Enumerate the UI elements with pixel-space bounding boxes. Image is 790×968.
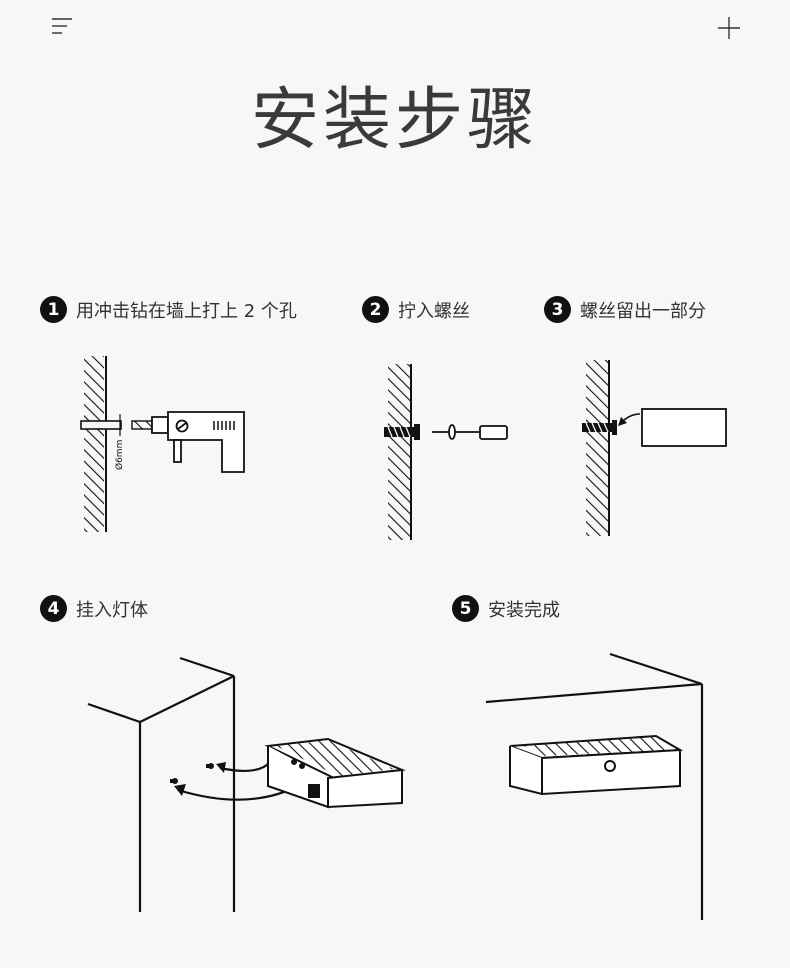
step-5-label: 5 安装完成 bbox=[452, 595, 560, 622]
step-3-number: 3 bbox=[544, 296, 571, 323]
step-4-illustration bbox=[87, 656, 406, 912]
step-2-number: 2 bbox=[362, 296, 389, 323]
step-3-label: 3 螺丝留出一部分 bbox=[544, 296, 706, 323]
menu-icon[interactable] bbox=[50, 16, 74, 36]
lamp-body bbox=[509, 734, 684, 796]
cabinet-outline bbox=[485, 652, 704, 920]
wall-anchor bbox=[384, 424, 420, 440]
protruding-screw bbox=[582, 420, 617, 435]
step-1-number: 1 bbox=[40, 296, 67, 323]
step-2-label: 2 拧入螺丝 bbox=[362, 296, 470, 323]
lamp-body bbox=[641, 408, 727, 447]
lamp-sensor bbox=[604, 760, 616, 772]
drill-icon bbox=[151, 411, 245, 473]
step-2-illustration bbox=[384, 364, 508, 540]
screwdriver-icon bbox=[432, 424, 508, 440]
step-5-number: 5 bbox=[452, 595, 479, 622]
step-4-number: 4 bbox=[40, 595, 67, 622]
drilled-hole bbox=[80, 420, 122, 430]
wall-hatch bbox=[388, 364, 410, 540]
step-3-text: 螺丝留出一部分 bbox=[580, 300, 706, 322]
step-4-text: 挂入灯体 bbox=[76, 599, 148, 621]
cabinet-outline bbox=[87, 656, 236, 912]
step-5-illustration bbox=[485, 652, 704, 920]
lamp-body bbox=[264, 737, 406, 809]
hole-size-annotation: Ø6mm bbox=[114, 440, 125, 470]
plus-icon[interactable] bbox=[716, 15, 742, 41]
step-1-illustration: Ø6mm bbox=[80, 356, 245, 532]
step-1-text: 用冲击钻在墙上打上 2 个孔 bbox=[76, 300, 297, 322]
step-1-label: 1 用冲击钻在墙上打上 2 个孔 bbox=[40, 296, 297, 323]
page-title: 安装步骤 bbox=[250, 81, 539, 160]
drill-bit bbox=[131, 420, 153, 430]
wall-hatch bbox=[84, 356, 104, 532]
wall-hatch bbox=[586, 360, 608, 536]
step-3-illustration bbox=[582, 360, 727, 536]
step-5-text: 安装完成 bbox=[488, 599, 560, 621]
screw-marks bbox=[170, 763, 214, 784]
step-2-text: 拧入螺丝 bbox=[398, 300, 470, 322]
step-4-label: 4 挂入灯体 bbox=[40, 595, 148, 622]
